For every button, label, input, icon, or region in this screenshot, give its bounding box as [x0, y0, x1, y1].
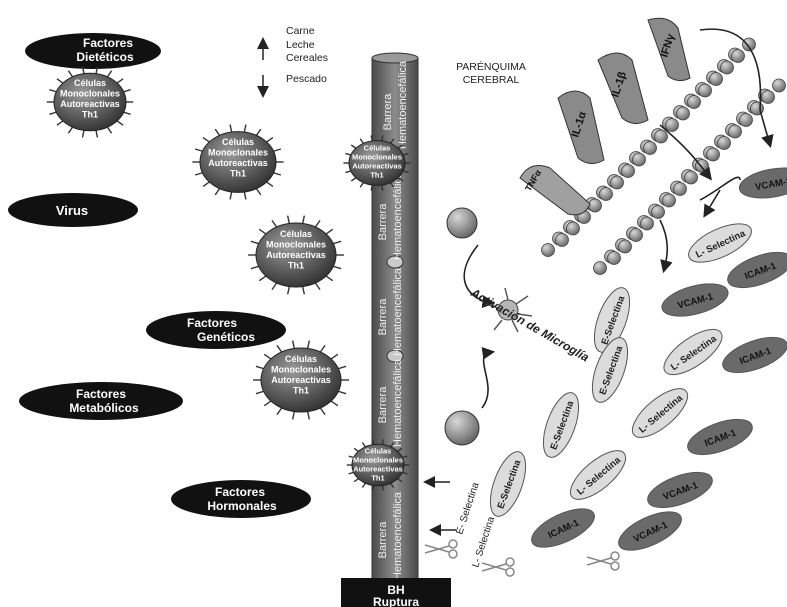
bh-rupture-box: BH Ruptura: [341, 578, 451, 607]
scissors-icon: [425, 540, 457, 558]
cell-6-line-1: Células: [365, 446, 392, 455]
cell-4-line-1: Células: [285, 354, 317, 364]
factor-geneticos: Factores Genéticos: [146, 311, 286, 349]
cell-2-line-2: Monoclonales: [208, 147, 268, 157]
ifn-receptor: IFNγ: [648, 18, 690, 80]
molecule-icam-8: ICAM-1: [718, 330, 787, 380]
microglia-label: Activación de Microglía: [468, 285, 592, 365]
factor-dieteticos-line1: Factores: [83, 36, 133, 50]
factor-virus: Virus: [8, 193, 138, 227]
cell-6-line-3: Autoreactivas: [353, 464, 403, 473]
cell-5-line-1: Células: [364, 143, 391, 152]
factor-metabolicos: Factores Metabólicos: [19, 382, 183, 420]
cell-1-line-2: Monoclonales: [60, 88, 120, 98]
cell-4-line-2: Monoclonales: [271, 365, 331, 375]
blood-brain-barrier: Barrera Hematoencefálica Barrera Hematoe…: [372, 53, 418, 580]
scissors-icons: [425, 540, 619, 576]
molecule-vcam-14: VCAM-1: [643, 465, 716, 515]
molecule-icam-11: ICAM-1: [683, 412, 756, 462]
molecule-l-selectina-7: L- Selectina: [657, 321, 729, 383]
diet-up-3: Cereales: [286, 52, 328, 64]
molecule-vcam-1: VCAM-1: [737, 163, 787, 202]
factor-metabolicos-line1: Factores: [76, 387, 126, 401]
factor-dieteticos: Factores Dietéticos: [25, 33, 161, 69]
microglia: Activación de Microglía: [468, 285, 592, 365]
factor-hormonales: Factores Hormonales: [171, 480, 311, 518]
cell-3-line-2: Monoclonales: [266, 240, 326, 250]
cell-5-line-2: Monoclonales: [352, 152, 402, 161]
molecule-l-selectina-10: L- Selectina: [625, 380, 695, 445]
parenchyma-line2: CEREBRAL: [463, 74, 520, 86]
cell-3-line-4: Th1: [288, 261, 304, 271]
barrier-seg-2-line2: Hematoencefálica: [392, 171, 404, 260]
factor-geneticos-line2: Genéticos: [197, 330, 255, 344]
molecule-icam-15: ICAM-1: [526, 501, 599, 555]
leukocyte-lower: [445, 352, 492, 445]
cell-2-line-3: Autoreactivas: [208, 158, 268, 168]
molecule-vcam-16: VCAM-1: [613, 504, 686, 558]
factor-hormonales-line1: Factores: [215, 485, 265, 499]
factor-virus-label: Virus: [56, 203, 88, 218]
parenchyma-line1: PARÉNQUIMA: [456, 60, 526, 73]
cell-1-line-3: Autoreactivas: [60, 99, 120, 109]
il1b-receptor: IL-1β: [598, 53, 648, 124]
molecule-e-selectina-6: E-Selectina: [585, 333, 635, 406]
molecule-e-selectina-12: E-Selectina: [483, 447, 533, 520]
barrier-seg-3-line2: Hematoencefálica: [392, 267, 404, 356]
bh-line2: Ruptura: [373, 595, 419, 607]
factor-metabolicos-line2: Metabólicos: [69, 401, 139, 415]
diet-up-1: Carne: [286, 25, 315, 37]
tnf-receptor: TNFα: [520, 166, 590, 215]
cell-6-line-4: Th1: [371, 473, 384, 482]
barrier-seg-5-line1: Barrera: [377, 521, 389, 559]
cell-3-line-3: Autoreactivas: [266, 250, 326, 260]
leukocyte-upper: [447, 208, 492, 303]
autoreactive-cells: CélulasMonoclonalesAutoreactivasTh1Célul…: [47, 67, 411, 491]
cell-4-line-3: Autoreactivas: [271, 375, 331, 385]
arrow-label-e-selectina: E- Selectina: [454, 481, 481, 536]
cell-2-line-1: Células: [222, 137, 254, 147]
barrier-seg-4-line2: Hematoencefálica: [392, 358, 404, 447]
cell-1-line-4: Th1: [82, 109, 98, 119]
barrier-seg-3-line1: Barrera: [377, 298, 389, 336]
cell-6-line-2: Monoclonales: [353, 455, 403, 464]
factor-geneticos-line1: Factores: [187, 316, 237, 330]
molecule-vcam-5: VCAM-1: [659, 278, 732, 323]
diet-down: Pescado: [286, 73, 327, 85]
barrier-seg-1-line1: Barrera: [382, 93, 394, 131]
cell-1-line-1: Células: [74, 78, 106, 88]
diet-up-2: Leche: [286, 39, 315, 51]
selectin-arrows: E- Selectina L- Selectina: [426, 481, 497, 569]
barrier-seg-4-line1: Barrera: [377, 386, 389, 424]
cell-4-line-4: Th1: [293, 386, 309, 396]
molecule-e-selectina-9: E-Selectina: [536, 388, 586, 461]
cell-3-line-1: Células: [280, 229, 312, 239]
barrier-seg-1-line2: Hematoencefálica: [397, 60, 409, 149]
diet-indicators: Carne Leche Cereales Pescado: [263, 25, 328, 95]
barrier-seg-2-line1: Barrera: [377, 203, 389, 241]
factor-hormonales-line2: Hormonales: [207, 499, 277, 513]
cell-5-line-4: Th1: [370, 170, 383, 179]
factor-dieteticos-line2: Dietéticos: [76, 50, 134, 64]
cell-2-line-4: Th1: [230, 168, 246, 178]
scissors-icon: [587, 552, 619, 570]
cell-5-line-3: Autoreactivas: [352, 161, 402, 170]
il1a-receptor: IL-1α: [558, 91, 604, 164]
molecule-l-selectina-13: L- Selectina: [563, 442, 633, 507]
arrow-label-l-selectina: L- Selectina: [470, 515, 497, 569]
scissors-icon: [482, 558, 514, 576]
barrier-seg-5-line2: Hematoencefálica: [392, 491, 404, 580]
